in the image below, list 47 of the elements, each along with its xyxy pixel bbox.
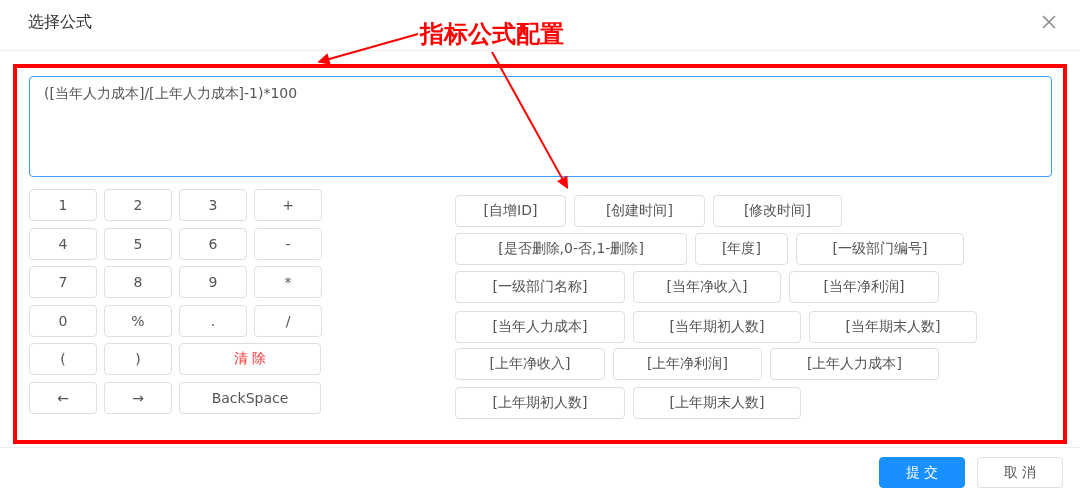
keypad-button: %	[104, 305, 172, 337]
keypad-button: 8	[104, 266, 172, 298]
field-button: [上年净利润]	[613, 348, 762, 380]
highlight-frame	[13, 64, 1067, 444]
keypad-button: 7	[29, 266, 97, 298]
keypad-button: 9	[179, 266, 247, 298]
cancel-button: 取 消	[977, 457, 1063, 488]
field-button: [修改时间]	[713, 195, 842, 227]
keypad-button: (	[29, 343, 97, 375]
formula-input-field: ([当年人力成本]/[上年人力成本]-1)*100	[29, 76, 1052, 177]
field-button: [是否删除,0-否,1-删除]	[455, 233, 687, 265]
keypad-button: 5	[104, 228, 172, 260]
dialog-title: 选择公式	[28, 12, 92, 33]
keypad-button: +	[254, 189, 322, 221]
keypad-button: 4	[29, 228, 97, 260]
field-button: [当年净收入]	[633, 271, 781, 303]
clear-button: 清 除	[179, 343, 321, 375]
field-button: [上年期末人数]	[633, 387, 801, 419]
field-button: [一级部门名称]	[455, 271, 625, 303]
submit-button: 提 交	[879, 457, 965, 488]
keypad-button: 0	[29, 305, 97, 337]
field-button: [当年期初人数]	[633, 311, 801, 343]
field-button: [上年期初人数]	[455, 387, 625, 419]
keypad-button: 1	[29, 189, 97, 221]
keypad-button: 6	[179, 228, 247, 260]
field-button: [上年净收入]	[455, 348, 605, 380]
keypad-button: )	[104, 343, 172, 375]
field-button: [年度]	[695, 233, 788, 265]
field-button: [一级部门编号]	[796, 233, 964, 265]
field-button: [当年净利润]	[789, 271, 939, 303]
keypad-button: →	[104, 382, 172, 414]
keypad-button: 2	[104, 189, 172, 221]
keypad-button: *	[254, 266, 322, 298]
annotation-text: 指标公式配置	[420, 18, 564, 50]
field-button: [当年期末人数]	[809, 311, 977, 343]
keypad-button: -	[254, 228, 322, 260]
field-button: [当年人力成本]	[455, 311, 625, 343]
field-button: [创建时间]	[574, 195, 705, 227]
keypad-button: /	[254, 305, 322, 337]
field-button: [上年人力成本]	[770, 348, 939, 380]
arrow	[317, 33, 419, 65]
keypad-button: ←	[29, 382, 97, 414]
arrow	[491, 51, 569, 189]
keypad-button: 3	[179, 189, 247, 221]
keypad-button: BackSpace	[179, 382, 321, 414]
field-button: [自增ID]	[455, 195, 566, 227]
keypad-button: .	[179, 305, 247, 337]
